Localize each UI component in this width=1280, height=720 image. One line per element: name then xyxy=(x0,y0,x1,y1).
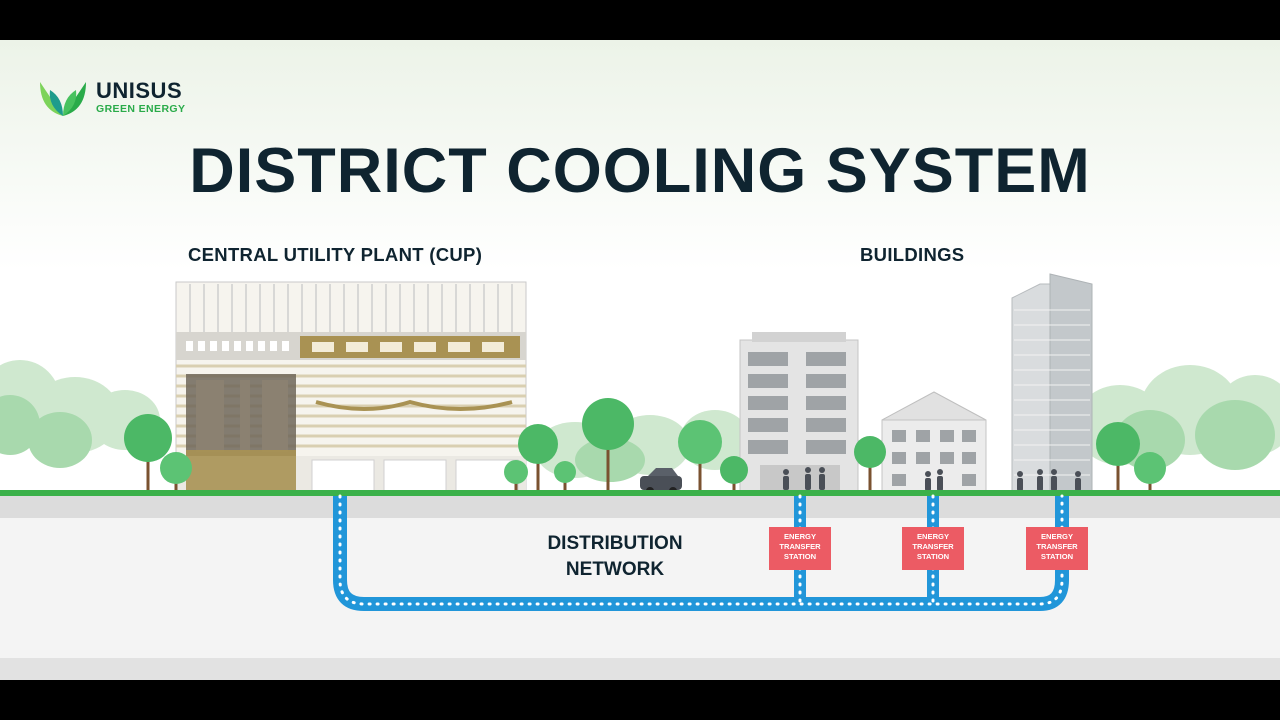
person xyxy=(937,469,943,491)
person xyxy=(1037,469,1043,491)
road-surface xyxy=(0,496,1280,518)
pedestrians xyxy=(783,467,1081,491)
distribution-label-line1: DISTRIBUTION xyxy=(547,533,683,554)
scene-illustration xyxy=(0,273,1280,680)
skyscraper xyxy=(1011,273,1093,495)
plant-heading: CENTRAL UTILITY PLANT (CUP) xyxy=(188,244,483,265)
logo-tagline: GREEN ENERGY xyxy=(96,103,186,115)
buildings-heading: BUILDINGS xyxy=(860,244,965,265)
energy-transfer-station-3: ENERGY TRANSFER STATION xyxy=(1026,527,1088,570)
distribution-label-line2: NETWORK xyxy=(565,559,665,580)
tree xyxy=(124,414,172,494)
midrise-building xyxy=(739,332,859,495)
tree xyxy=(678,420,722,494)
distribution-network-label: DISTRIBUTION NETWORK xyxy=(520,531,710,583)
tree xyxy=(1134,452,1166,494)
tree xyxy=(554,461,576,494)
tree xyxy=(518,424,558,494)
energy-transfer-station-1: ENERGY TRANSFER STATION xyxy=(769,527,831,570)
person xyxy=(1017,471,1023,491)
ground-grass xyxy=(0,490,1280,496)
tree xyxy=(582,398,634,494)
person xyxy=(805,467,811,490)
leaf-logo-icon xyxy=(40,82,86,116)
midground-trees xyxy=(0,395,1275,482)
residential-building xyxy=(881,391,987,495)
person xyxy=(783,469,789,490)
central-utility-plant xyxy=(175,281,527,495)
person xyxy=(1075,471,1081,491)
diagram-canvas: UNISUS GREEN ENERGY DISTRICT COOLING SYS… xyxy=(0,40,1280,680)
car xyxy=(640,468,682,495)
person xyxy=(819,467,825,490)
page-title: DISTRICT COOLING SYSTEM xyxy=(189,136,1091,206)
lower-soil-edge xyxy=(0,658,1280,680)
tree xyxy=(1096,422,1140,494)
unisus-logo: UNISUS GREEN ENERGY xyxy=(38,76,198,121)
person xyxy=(1051,469,1057,491)
logo-name: UNISUS xyxy=(96,78,183,103)
tree xyxy=(854,436,886,494)
energy-transfer-station-2: ENERGY TRANSFER STATION xyxy=(902,527,964,570)
person xyxy=(925,471,931,491)
